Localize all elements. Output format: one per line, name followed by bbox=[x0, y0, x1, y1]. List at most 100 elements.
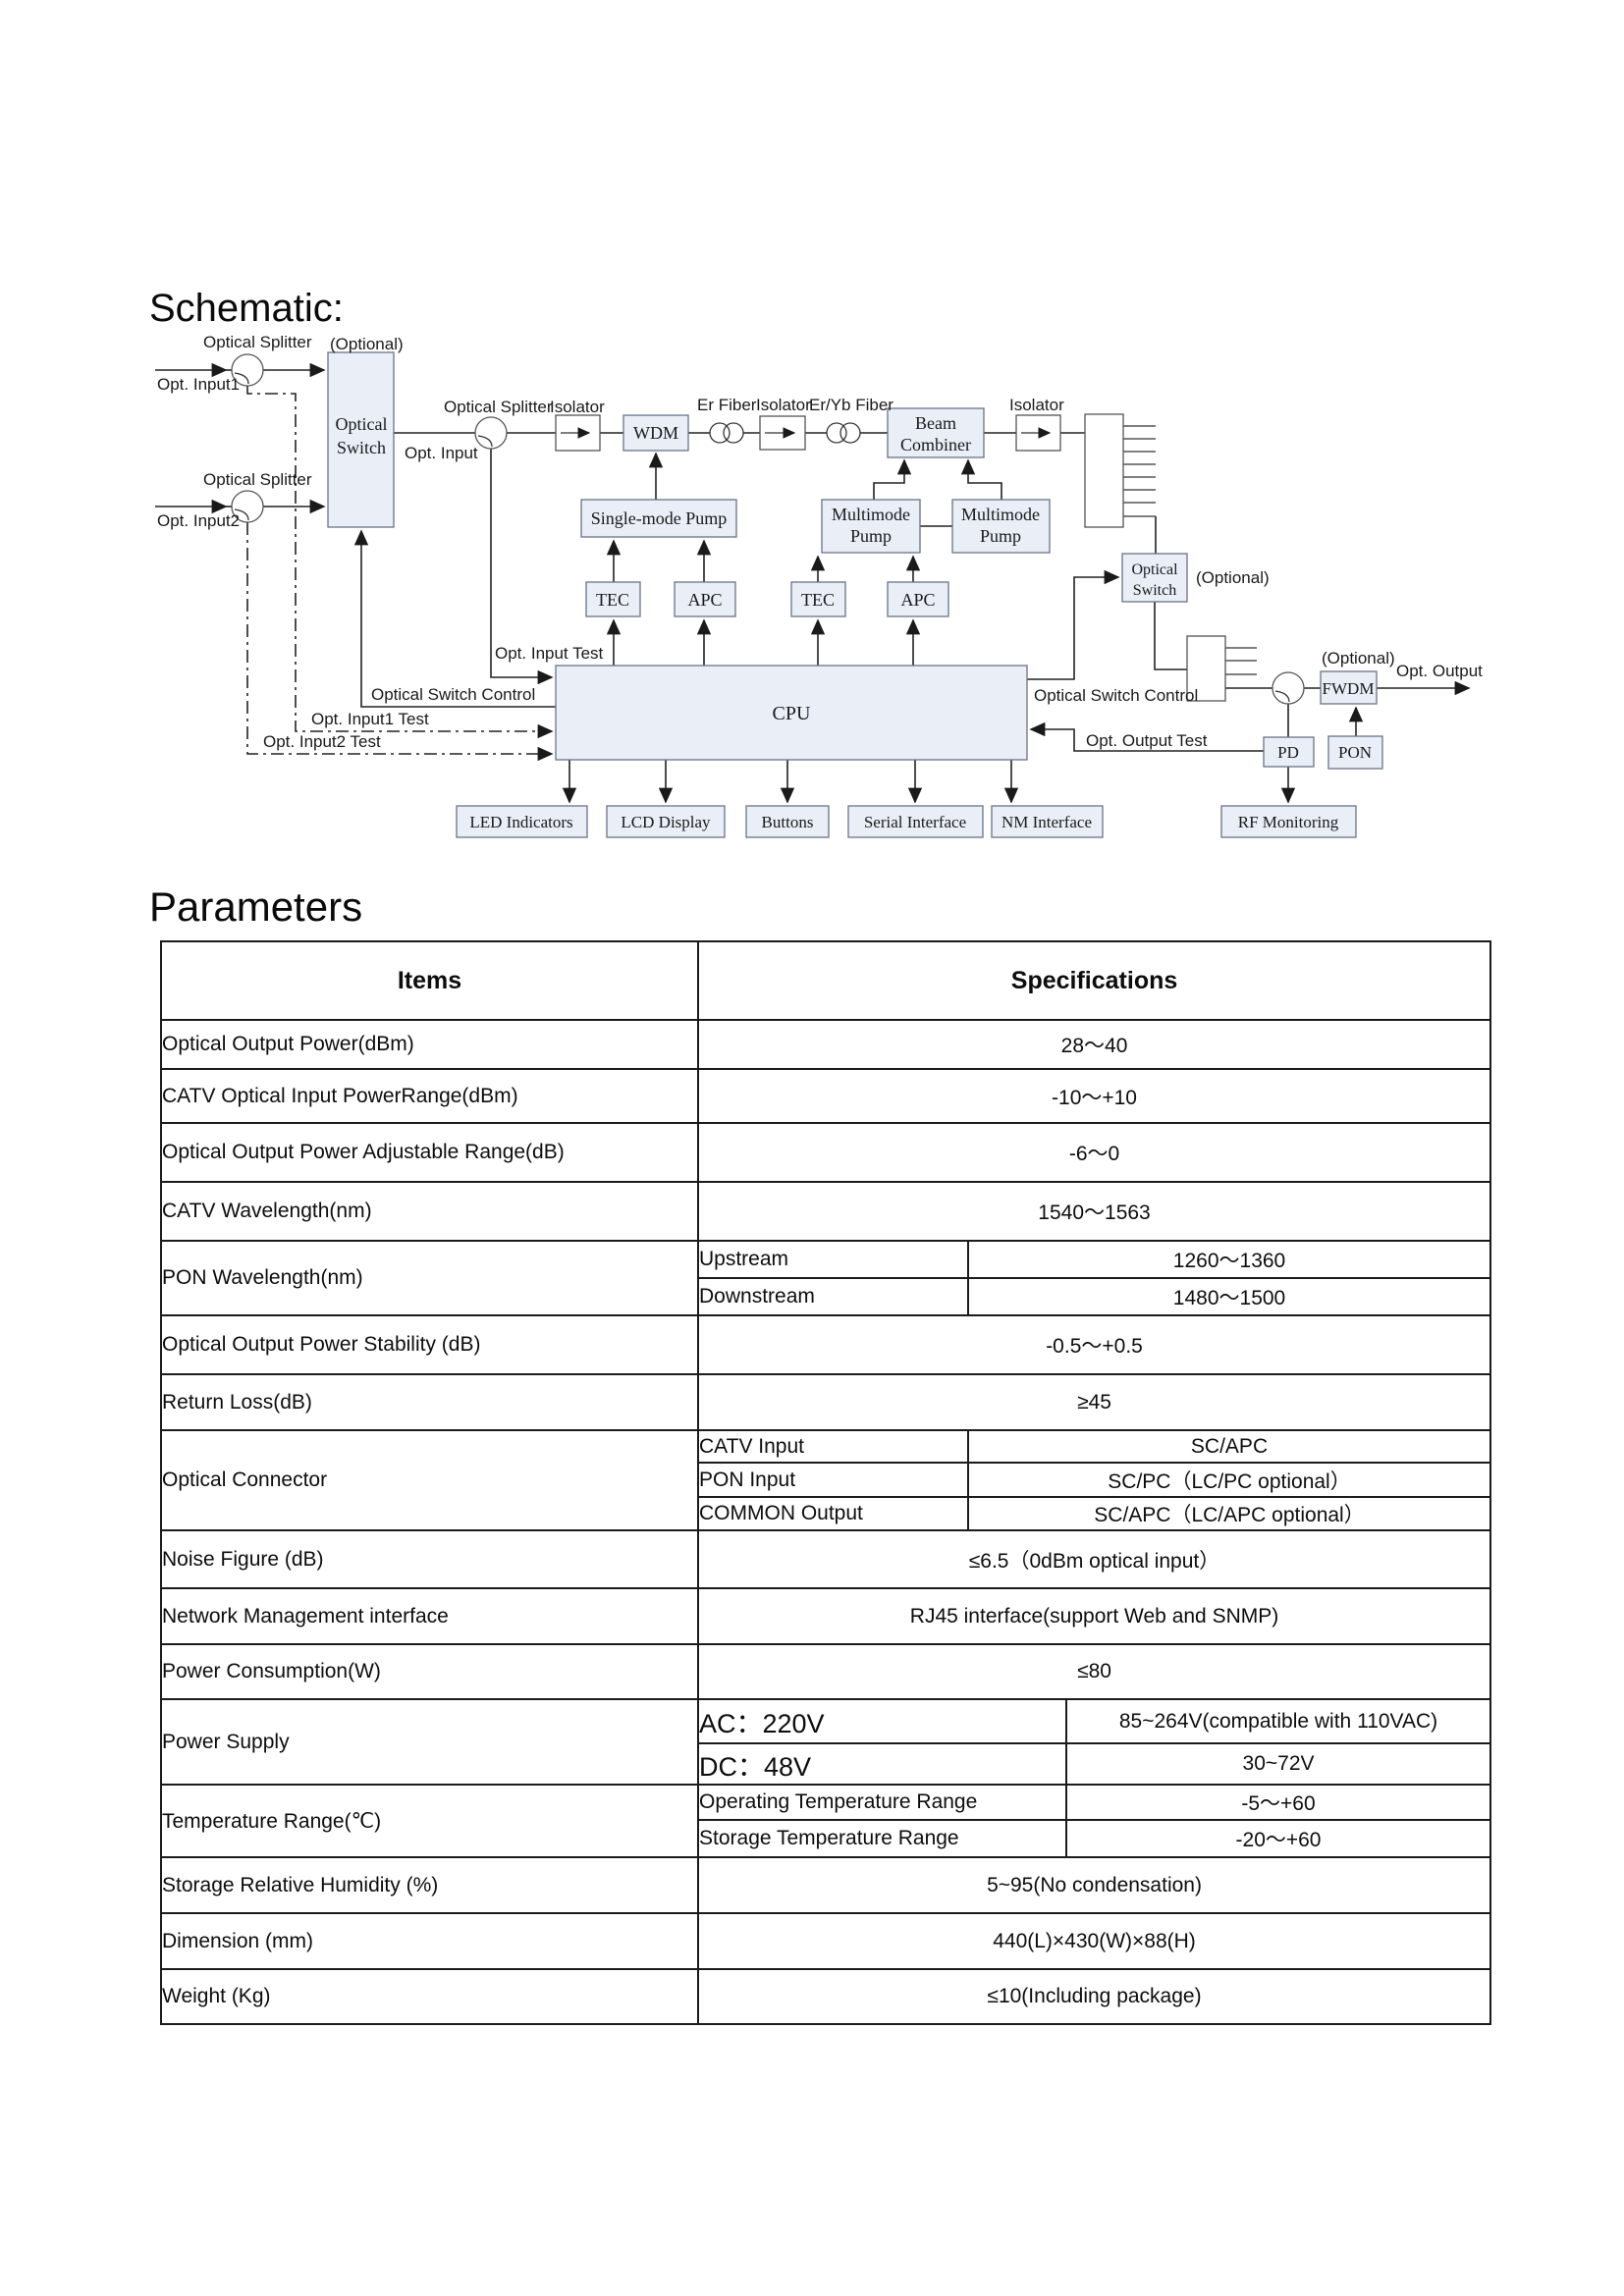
table-row: Weight (Kg) ≤10(Including package) bbox=[160, 1968, 1492, 2025]
item-cell: Optical Output Power(dBm) bbox=[160, 1019, 699, 1070]
item-cell: Optical Output Power Stability (dB) bbox=[160, 1314, 699, 1375]
spec-sub-value-cell: SC/PC（LC/PC optional） bbox=[966, 1462, 1492, 1498]
spec-value-cell: ≤10(Including package) bbox=[696, 1968, 1492, 2025]
svg-text:Optical: Optical bbox=[1131, 561, 1178, 578]
svg-text:CPU: CPU bbox=[773, 703, 811, 724]
fwdm-block: FWDM bbox=[1320, 670, 1378, 705]
svg-text:Opt. Input Test: Opt. Input Test bbox=[495, 644, 604, 663]
item-cell: CATV Optical Input PowerRange(dBm) bbox=[160, 1068, 699, 1124]
svg-text:Opt. Input1 Test: Opt. Input1 Test bbox=[311, 710, 429, 728]
table-row: CATV Optical Input PowerRange(dBm) -10～+… bbox=[160, 1068, 1492, 1124]
table-row: Power Consumption(W) ≤80 bbox=[160, 1643, 1492, 1700]
svg-text:APC: APC bbox=[687, 590, 722, 610]
cpu-block: CPU bbox=[555, 665, 1028, 761]
er-fiber-coil-icon bbox=[709, 422, 744, 444]
svg-text:Optical Switch Control: Optical Switch Control bbox=[371, 685, 535, 704]
serial-interface-block: Serial Interface bbox=[847, 805, 984, 838]
svg-text:APC: APC bbox=[900, 590, 935, 610]
spec-value-cell: 28～40 bbox=[696, 1019, 1492, 1070]
spec-sub-value-cell: -5～+60 bbox=[1064, 1784, 1492, 1821]
spec-sub-label-cell: Downstream bbox=[697, 1277, 969, 1316]
spec-value-cell: ≤6.5（0dBm optical input） bbox=[696, 1529, 1492, 1589]
items-header-cell: Items bbox=[160, 940, 699, 1021]
item-cell: Dimension (mm) bbox=[160, 1912, 699, 1970]
optical-splitter-2-icon bbox=[231, 490, 264, 523]
wdm-block: WDM bbox=[623, 414, 689, 452]
svg-text:LED Indicators: LED Indicators bbox=[469, 813, 572, 831]
svg-text:Opt. Input1: Opt. Input1 bbox=[157, 375, 240, 394]
tec-1-block: TEC bbox=[585, 581, 641, 617]
table-row: Optical Output Power(dBm) 28～40 bbox=[160, 1019, 1492, 1070]
multimode-pump-2-block: Multimode Pump bbox=[951, 499, 1051, 554]
single-mode-pump-block: Single-mode Pump bbox=[580, 499, 737, 538]
svg-text:PD: PD bbox=[1277, 743, 1299, 762]
spec-sub-value-cell: 85~264V(compatible with 110VAC) bbox=[1064, 1698, 1492, 1744]
svg-text:Multimode: Multimode bbox=[961, 505, 1040, 524]
table-row: Optical Connector CATV Input SC/APC bbox=[160, 1429, 1492, 1531]
svg-text:Optical Splitter: Optical Splitter bbox=[444, 398, 553, 416]
spec-value-cell: RJ45 interface(support Web and SNMP) bbox=[696, 1587, 1492, 1645]
svg-text:Beam: Beam bbox=[915, 413, 956, 433]
optical-splitter-3-icon bbox=[474, 416, 508, 450]
svg-text:Optical: Optical bbox=[336, 414, 388, 434]
table-row: Storage Temperature Range -20～+60 bbox=[161, 1819, 1492, 1858]
svg-text:Isolator: Isolator bbox=[756, 396, 811, 414]
svg-text:Pump: Pump bbox=[850, 526, 892, 546]
lcd-display-block: LCD Display bbox=[606, 805, 726, 838]
svg-text:Isolator: Isolator bbox=[1009, 396, 1064, 414]
parameters-table: Items Specifications Optical Output Powe… bbox=[160, 940, 1492, 2025]
table-row: COMMON Output SC/APC（LC/APC optional） bbox=[161, 1496, 1492, 1531]
svg-text:Optical Splitter: Optical Splitter bbox=[203, 470, 312, 489]
item-cell: Temperature Range(℃) bbox=[160, 1784, 699, 1858]
svg-text:Single-mode Pump: Single-mode Pump bbox=[591, 508, 728, 528]
specifications-header-cell: Specifications bbox=[696, 940, 1492, 1021]
table-row: Storage Relative Humidity (%) 5~95(No co… bbox=[160, 1856, 1492, 1914]
svg-text:Optical Splitter: Optical Splitter bbox=[203, 334, 312, 351]
spec-value-cell: ≤80 bbox=[696, 1643, 1492, 1700]
table-row: Network Management interface RJ45 interf… bbox=[160, 1587, 1492, 1645]
table-row: PON Input SC/PC（LC/PC optional） bbox=[161, 1462, 1492, 1498]
svg-text:Opt. Output Test: Opt. Output Test bbox=[1086, 731, 1208, 750]
parameters-title: Parameters bbox=[149, 883, 363, 930]
er-yb-fiber-coil-icon bbox=[826, 422, 861, 444]
spec-sub-label-cell: COMMON Output bbox=[697, 1496, 969, 1531]
schematic-title: Schematic: bbox=[149, 287, 344, 330]
table-row: Optical Output Power Adjustable Range(dB… bbox=[160, 1122, 1492, 1183]
spec-sub-label-cell: DC：48V bbox=[697, 1742, 1067, 1786]
spec-value-cell: -6～0 bbox=[696, 1122, 1492, 1183]
item-cell: Optical Connector bbox=[160, 1429, 699, 1531]
spec-value-cell: ≥45 bbox=[696, 1373, 1492, 1431]
svg-text:Isolator: Isolator bbox=[550, 398, 605, 416]
table-row: Power Supply AC：220V 85~264V(compatible … bbox=[160, 1698, 1492, 1786]
svg-text:PON: PON bbox=[1338, 743, 1372, 762]
svg-text:Switch: Switch bbox=[1133, 582, 1176, 599]
svg-text:Pump: Pump bbox=[980, 526, 1021, 546]
rf-monitoring-block: RF Monitoring bbox=[1220, 805, 1357, 838]
svg-text:LCD Display: LCD Display bbox=[621, 813, 711, 831]
svg-text:FWDM: FWDM bbox=[1323, 679, 1375, 698]
table-row: Optical Output Power Stability (dB) -0.5… bbox=[160, 1314, 1492, 1375]
table-row: Temperature Range(℃) Operating Temperatu… bbox=[160, 1784, 1492, 1858]
svg-text:Switch: Switch bbox=[337, 438, 386, 457]
table-row: PON Wavelength(nm) Upstream 1260～1360 bbox=[160, 1240, 1492, 1316]
svg-text:(Optional): (Optional) bbox=[1322, 649, 1395, 667]
port-block-2 bbox=[1186, 635, 1226, 702]
item-cell: Weight (Kg) bbox=[160, 1968, 699, 2025]
item-cell: Optical Output Power Adjustable Range(dB… bbox=[160, 1122, 699, 1183]
table-row: Return Loss(dB) ≥45 bbox=[160, 1373, 1492, 1431]
spec-value-cell: 440(L)×430(W)×88(H) bbox=[696, 1912, 1492, 1970]
table-row: Noise Figure (dB) ≤6.5（0dBm optical inpu… bbox=[160, 1529, 1492, 1589]
item-cell: Power Consumption(W) bbox=[160, 1643, 699, 1700]
schematic-diagram: Optical Switch WDM Beam Combiner bbox=[155, 334, 1483, 838]
buttons-block: Buttons bbox=[745, 805, 830, 838]
svg-text:Buttons: Buttons bbox=[762, 813, 814, 831]
pd-block: PD bbox=[1263, 736, 1315, 768]
spec-sub-value-cell: SC/APC（LC/APC optional） bbox=[966, 1496, 1492, 1531]
spec-value-cell: -10～+10 bbox=[696, 1068, 1492, 1124]
spec-value-cell: 5~95(No condensation) bbox=[696, 1856, 1492, 1914]
table-row: Dimension (mm) 440(L)×430(W)×88(H) bbox=[160, 1912, 1492, 1970]
svg-text:RF Monitoring: RF Monitoring bbox=[1238, 813, 1339, 831]
optical-switch-1-block: Optical Switch bbox=[327, 351, 395, 528]
svg-text:Opt. Input2: Opt. Input2 bbox=[157, 511, 240, 530]
